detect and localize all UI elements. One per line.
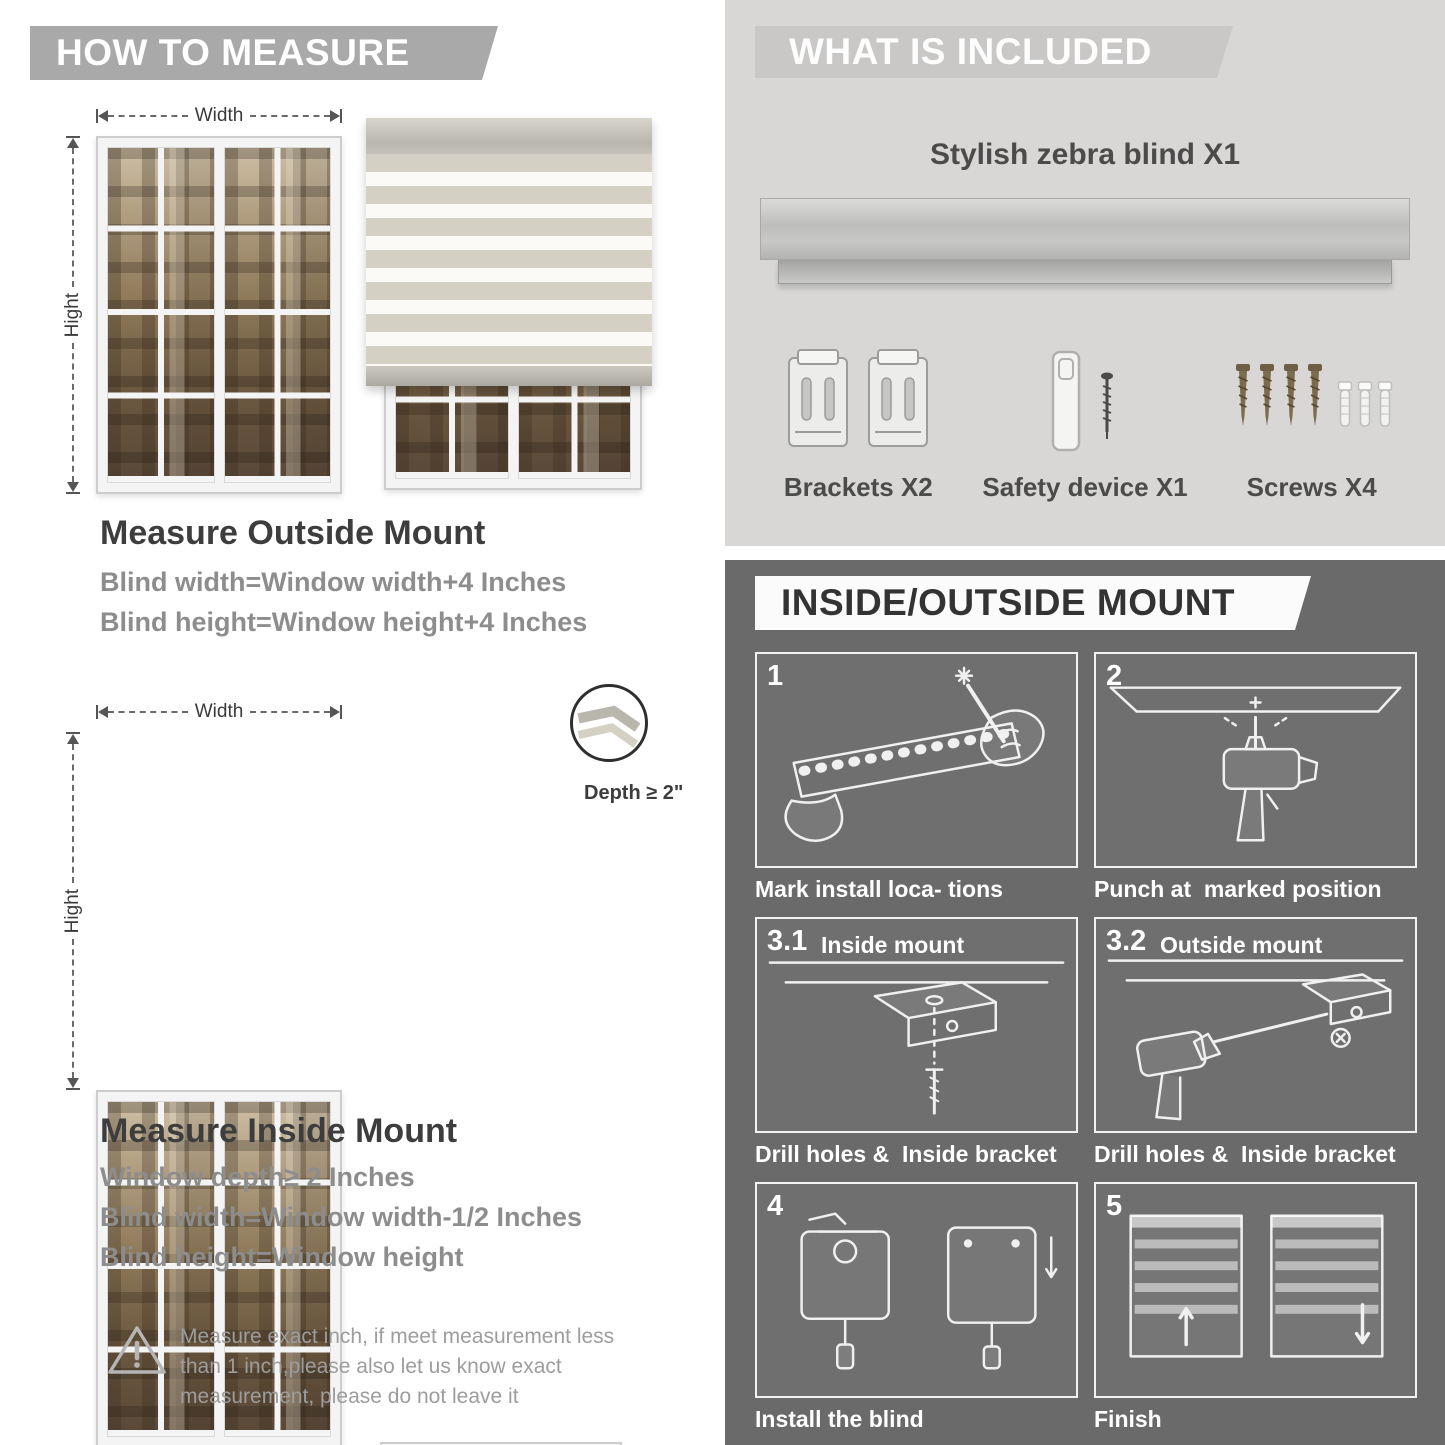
step-number: 3.1 bbox=[767, 925, 808, 957]
blind-zebra-stripes bbox=[366, 154, 652, 366]
step-3-1-caption: Drill holes & Inside bracket bbox=[755, 1141, 1057, 1167]
step-2: 2 bbox=[1094, 652, 1417, 903]
brackets-label: Brackets X2 bbox=[783, 472, 933, 502]
zebra-blind-illustration bbox=[366, 118, 652, 386]
safety-device-icon bbox=[1025, 330, 1145, 458]
height-label: Hight bbox=[62, 292, 83, 338]
step-3-2: 3.2 Outside mount bbox=[1094, 917, 1417, 1168]
product-label: Stylish zebra blind X1 bbox=[929, 138, 1241, 171]
mount-title: INSIDE/OUTSIDE MOUNT bbox=[781, 582, 1236, 623]
step-panel-1: 1 bbox=[755, 652, 1078, 868]
window-casement bbox=[107, 147, 215, 483]
height-arrow-outside: Hight bbox=[62, 136, 84, 495]
warning-triangle-icon bbox=[106, 1322, 168, 1378]
blind-bottom-rail bbox=[366, 366, 652, 386]
inside-rule-depth: Window depth≥ 2 Inches bbox=[100, 1162, 415, 1192]
step-panel-5: 5 bbox=[1094, 1182, 1417, 1398]
arrowhead-up-icon bbox=[67, 138, 79, 148]
measurement-warning-text: Measure exact inch, if meet measurement … bbox=[180, 1325, 615, 1408]
headrail-illustration bbox=[760, 198, 1410, 284]
outside-mount-blind-illustration bbox=[366, 118, 652, 490]
inside-rule-width: Blind width=Window width-1/2 Inches bbox=[100, 1202, 583, 1232]
step-4-caption: Install the blind bbox=[755, 1406, 924, 1432]
arrowhead-left-icon bbox=[98, 110, 108, 122]
mount-header: INSIDE/OUTSIDE MOUNT bbox=[755, 576, 1311, 630]
window-casement bbox=[223, 147, 331, 483]
headrail-under-bar bbox=[778, 260, 1392, 284]
step-3-2-caption: Drill holes & Inside bracket bbox=[1094, 1141, 1396, 1167]
safety-device-label: Safety device X1 bbox=[982, 472, 1188, 502]
inside-rule-height: Blind height=Window height bbox=[100, 1242, 464, 1272]
what-is-included-section: WHAT IS INCLUDED Stylish zebra blind X1 bbox=[725, 0, 1445, 546]
step-3-1: 3.1 Inside mount bbox=[755, 917, 1078, 1168]
step-4-illustration bbox=[800, 1212, 1058, 1370]
arrowhead-left-icon bbox=[98, 706, 108, 718]
width-arrow-inside: Width bbox=[96, 701, 343, 722]
included-item-safety-device: Safety device X1 bbox=[972, 330, 1199, 503]
step-1: 1 Mark install loca- tions bbox=[755, 652, 1078, 903]
brackets-icon bbox=[783, 330, 933, 458]
depth-callout-label: Depth ≥ 2" bbox=[584, 782, 684, 804]
arrowhead-down-icon bbox=[67, 482, 79, 493]
headrail-top-bar bbox=[760, 198, 1410, 260]
what-is-included-title: WHAT IS INCLUDED bbox=[789, 31, 1152, 72]
how-to-measure-header: HOW TO MEASURE bbox=[30, 26, 498, 80]
arrow-tick bbox=[340, 109, 343, 123]
depth-callout-circle bbox=[570, 684, 648, 762]
included-item-brackets: Brackets X2 bbox=[745, 330, 972, 503]
step-5: 5 bbox=[1094, 1182, 1417, 1433]
step-panel-2: 2 bbox=[1094, 652, 1417, 868]
arrowhead-right-icon bbox=[330, 110, 341, 122]
included-item-screws: Screws X4 bbox=[1198, 330, 1425, 503]
window-illustration-inside bbox=[96, 1090, 342, 1445]
window-illustration-outside bbox=[96, 136, 342, 494]
width-label: Width bbox=[194, 701, 244, 722]
arrow-tick bbox=[66, 136, 80, 138]
arrowhead-right-icon bbox=[330, 706, 341, 718]
step-4: 4 bbox=[755, 1182, 1078, 1433]
step-number: 3.2 bbox=[1106, 925, 1147, 957]
arrow-tick bbox=[96, 109, 98, 123]
step-panel-3-2: 3.2 Outside mount bbox=[1094, 917, 1417, 1133]
screws-label: Screws X4 bbox=[1246, 472, 1377, 502]
what-is-included-header: WHAT IS INCLUDED bbox=[755, 26, 1233, 78]
blind-headrail bbox=[366, 118, 652, 154]
step-5-caption: Finish bbox=[1094, 1406, 1162, 1432]
window-muntins bbox=[224, 148, 330, 482]
step-number: 1 bbox=[767, 660, 784, 692]
arrow-tick bbox=[66, 492, 80, 495]
step-number: 4 bbox=[767, 1190, 784, 1222]
mount-instructions-section: INSIDE/OUTSIDE MOUNT 1 bbox=[725, 560, 1445, 1445]
window-muntins bbox=[108, 148, 214, 482]
outside-rule-width: Blind width=Window width+4 Inches bbox=[100, 567, 567, 597]
step-2-illustration bbox=[1109, 686, 1402, 842]
step-3-1-title: Inside mount bbox=[821, 932, 965, 958]
screws-icon bbox=[1227, 330, 1397, 458]
step-1-caption: Mark install loca- tions bbox=[755, 876, 1003, 902]
width-label: Width bbox=[194, 105, 244, 126]
step-3-1-illustration bbox=[768, 961, 1065, 1115]
height-arrow-inside: Hight bbox=[62, 732, 84, 1091]
step-3-2-illustration bbox=[1107, 959, 1404, 1121]
included-items-row: Brackets X2 Safety device X1 bbox=[745, 330, 1425, 503]
step-panel-3-1: 3.1 Inside mount bbox=[755, 917, 1078, 1133]
step-panel-4: 4 bbox=[755, 1182, 1078, 1398]
how-to-measure-title: HOW TO MEASURE bbox=[56, 32, 410, 73]
arrowhead-up-icon bbox=[67, 734, 79, 744]
arrowhead-down-icon bbox=[67, 1078, 79, 1089]
width-arrow-outside: Width bbox=[96, 105, 343, 126]
mount-steps-grid: 1 Mark install loca- tions bbox=[755, 652, 1417, 1433]
inside-mount-heading: Measure Inside Mount bbox=[100, 1112, 458, 1150]
outside-rule-height: Blind height=Window height+4 Inches bbox=[100, 607, 588, 637]
step-3-2-title: Outside mount bbox=[1160, 932, 1323, 958]
step-1-illustration bbox=[784, 666, 1045, 842]
window-corner-zoom bbox=[577, 705, 641, 748]
step-number: 5 bbox=[1106, 1190, 1123, 1222]
inside-mount-blind-illustration bbox=[380, 1442, 622, 1445]
outside-mount-heading: Measure Outside Mount bbox=[100, 514, 486, 552]
step-number: 2 bbox=[1106, 660, 1123, 692]
step-2-caption: Punch at marked position bbox=[1094, 876, 1382, 902]
step-5-illustration bbox=[1129, 1214, 1384, 1358]
height-label: Hight bbox=[62, 888, 83, 934]
